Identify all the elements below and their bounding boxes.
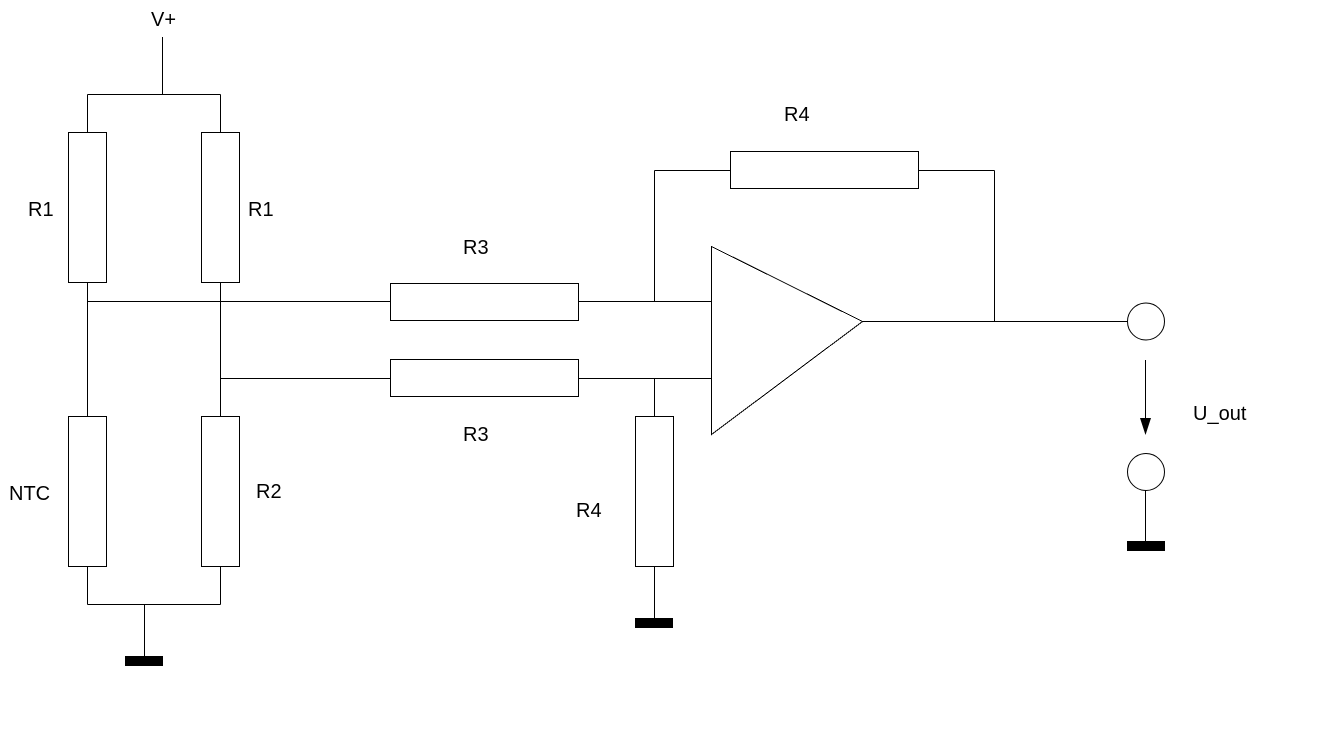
label-r2: R2 xyxy=(256,481,282,503)
ground-symbol xyxy=(1127,541,1165,551)
label-u-out: U_out xyxy=(1193,403,1247,425)
ground-symbol xyxy=(125,656,163,666)
resistor-r1-left xyxy=(68,132,107,283)
label-r1-right: R1 xyxy=(248,199,274,221)
r4-ground-branch xyxy=(635,378,674,628)
resistor-r4-feedback xyxy=(730,151,919,189)
bridge-right-branch xyxy=(201,94,240,605)
ground-terminal xyxy=(1127,453,1165,491)
resistor-r4-ground xyxy=(635,416,674,567)
resistor-r3-top xyxy=(390,283,579,321)
label-r1-left: R1 xyxy=(28,199,54,221)
ground-symbol xyxy=(635,618,673,628)
op-amp xyxy=(711,245,864,436)
output-section xyxy=(862,302,1165,551)
resistor-r2 xyxy=(201,416,240,567)
label-r3-top: R3 xyxy=(463,237,489,259)
supply-label: V+ xyxy=(151,9,176,31)
label-r4-feedback: R4 xyxy=(784,104,810,126)
ntc-thermistor xyxy=(68,416,107,567)
label-ntc: NTC xyxy=(9,483,50,505)
voltage-arrow-head xyxy=(1140,418,1151,435)
output-terminal xyxy=(1127,302,1165,341)
lower-input-path xyxy=(220,359,711,397)
label-r3-bottom: R3 xyxy=(463,424,489,446)
upper-input-path xyxy=(87,283,711,321)
bridge-left-branch xyxy=(68,94,107,605)
label-r4-ground: R4 xyxy=(576,500,602,522)
bridge-ground xyxy=(87,604,221,666)
resistor-r1-right xyxy=(201,132,240,283)
resistor-r3-bottom xyxy=(390,359,579,397)
supply-node: V+ xyxy=(87,9,221,95)
feedback-path xyxy=(654,151,995,322)
